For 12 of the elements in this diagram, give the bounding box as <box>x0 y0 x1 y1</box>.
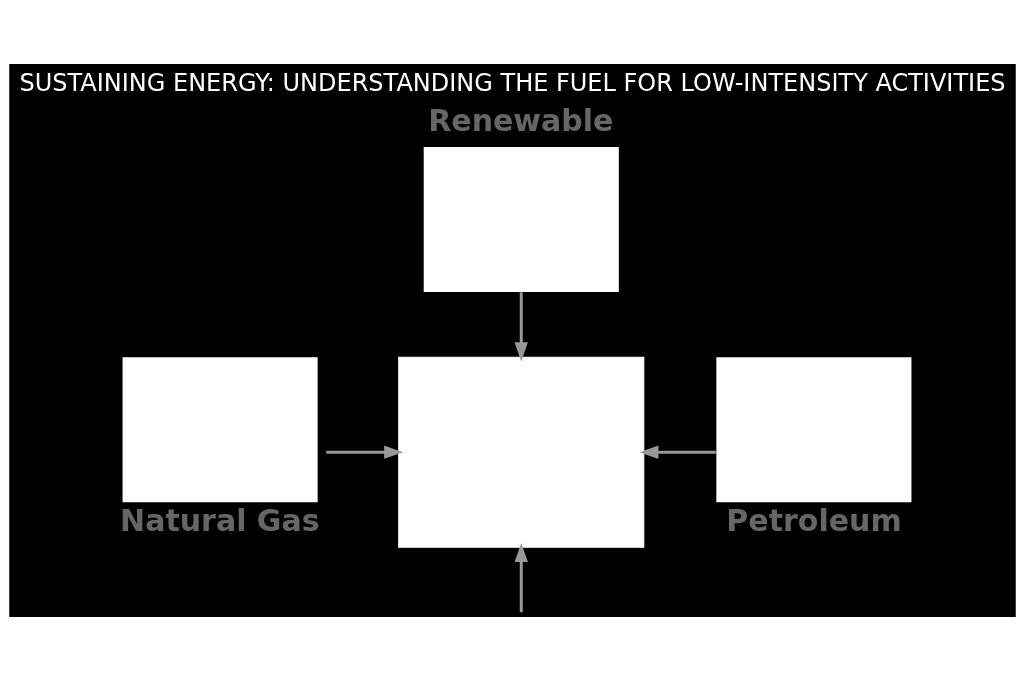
arrow <box>514 291 528 361</box>
node-label: Petroleum <box>725 502 902 538</box>
arrow <box>514 542 528 612</box>
node-label: Renewable <box>427 102 613 138</box>
node-box <box>715 356 911 502</box>
arrow <box>325 445 403 459</box>
node-box <box>423 146 619 292</box>
node-box <box>122 356 318 502</box>
node-label: Natural Gas <box>119 502 320 538</box>
diagram-title: SUSTAINING ENERGY: UNDERSTANDING THE FUEL FOR LOW-INTENSITY ACTIVITIES <box>18 68 1006 97</box>
node-box <box>397 356 644 548</box>
arrow <box>638 445 716 459</box>
